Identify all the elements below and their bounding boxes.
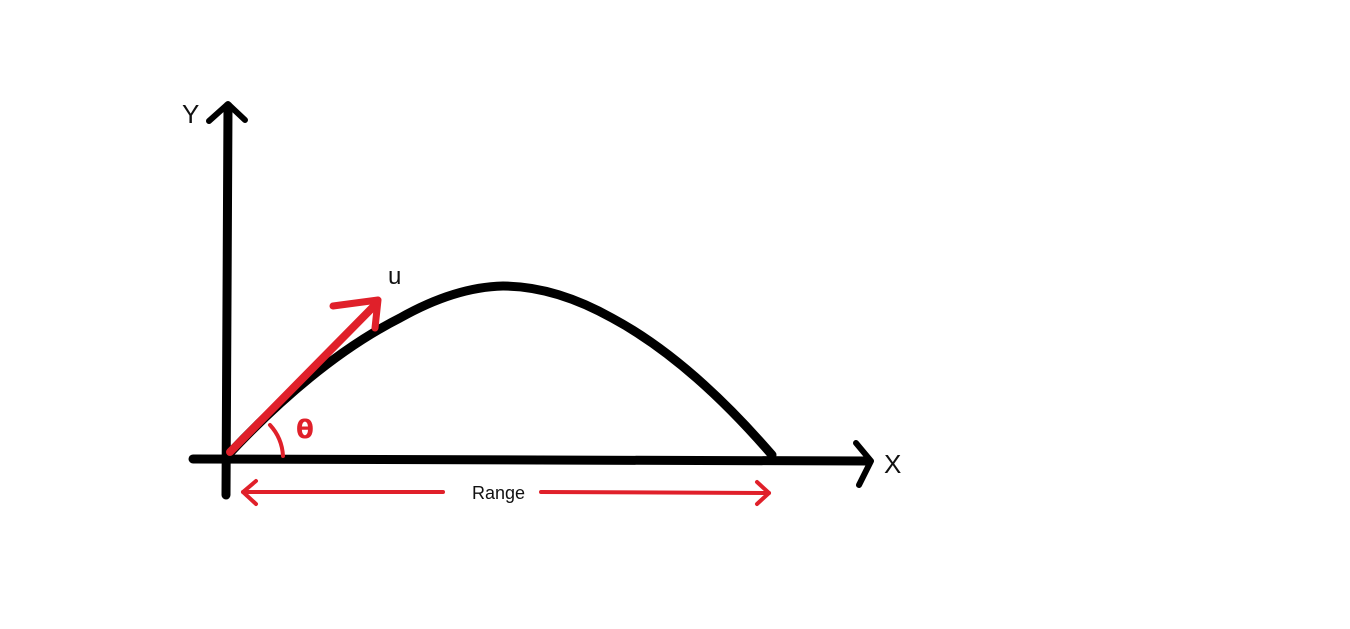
x-axis — [188, 440, 874, 488]
velocity-vector-arrowhead — [329, 296, 382, 332]
velocity-vector — [226, 296, 382, 456]
x-axis-arrowhead — [853, 440, 874, 488]
trajectory-curve — [223, 281, 777, 460]
angle-arc — [268, 423, 285, 458]
angle-label: θ — [296, 415, 314, 445]
range-arrow-left-head — [241, 479, 258, 506]
range-label: Range — [472, 483, 525, 503]
y-axis-line — [221, 101, 233, 500]
x-axis-line — [188, 454, 873, 466]
y-axis-label: Y — [182, 99, 199, 129]
x-axis-label: X — [884, 449, 901, 479]
range-arrow-right-head — [755, 480, 771, 506]
y-axis-arrowhead — [206, 101, 248, 124]
velocity-label: u — [388, 263, 401, 290]
y-axis — [206, 101, 248, 500]
velocity-vector-line — [226, 299, 381, 456]
range-dimension — [241, 479, 771, 506]
range-arrow-right-line — [539, 490, 771, 495]
